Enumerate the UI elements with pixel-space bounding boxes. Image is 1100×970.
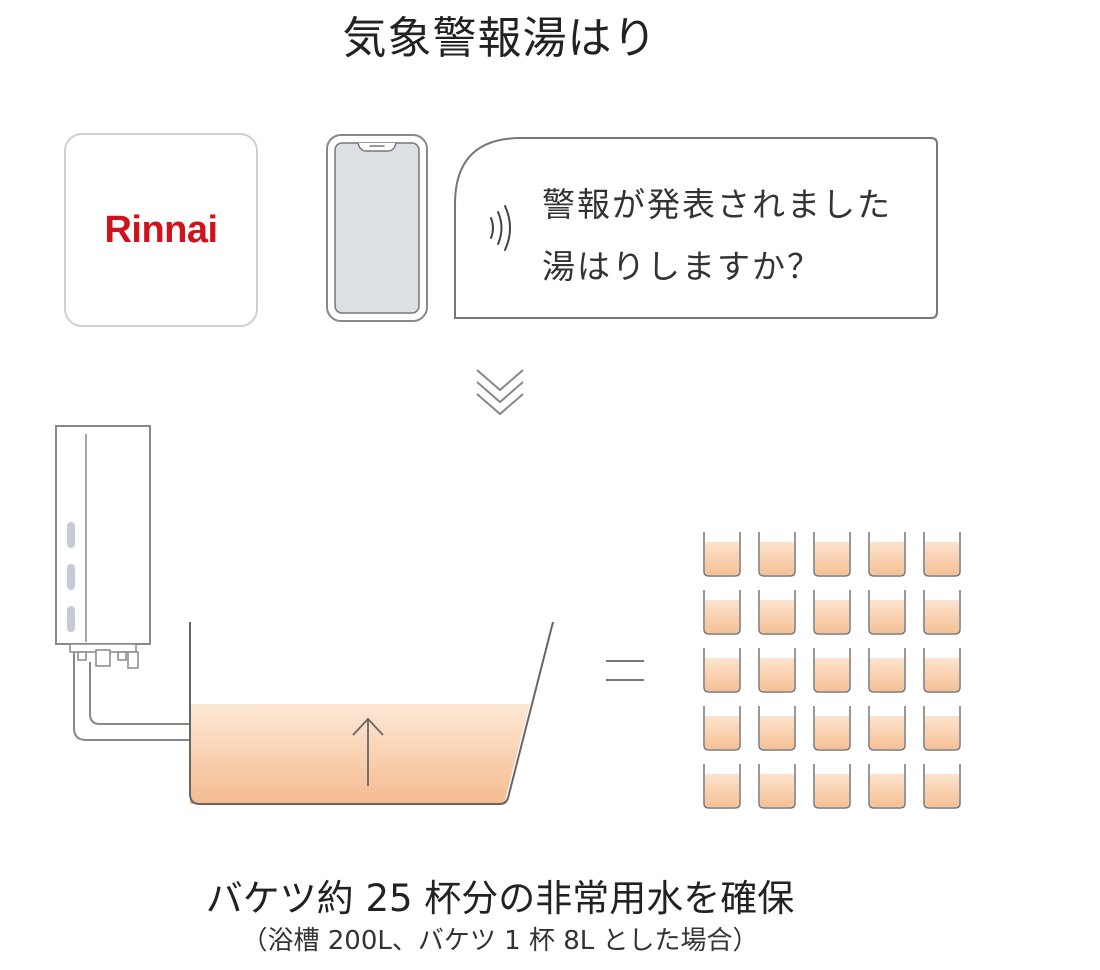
bucket-icon	[703, 706, 741, 751]
caption-main: バケツ約 25 杯分の非常用水を確保	[205, 877, 795, 920]
bucket-icon	[758, 648, 796, 693]
bucket-icon	[703, 590, 741, 635]
equals-icon	[606, 660, 644, 681]
bucket-icon	[703, 764, 741, 809]
bucket-icon	[703, 648, 741, 693]
bucket-icon	[758, 532, 796, 577]
bucket-icon	[868, 706, 906, 751]
bucket-icon	[813, 648, 851, 693]
bucket-icon	[868, 764, 906, 809]
caption-note: （浴槽 200L、バケツ 1 杯 8L とした場合）	[241, 926, 759, 956]
bucket-icon	[923, 590, 961, 635]
sound-wave-icon	[490, 205, 511, 251]
app-icon[interactable]: Rinnai	[64, 133, 258, 327]
notification-line-1: 警報が発表されました	[542, 185, 892, 224]
bucket-icon	[813, 706, 851, 751]
bucket-icon	[923, 706, 961, 751]
bucket-icon	[868, 532, 906, 577]
bathtub-icon	[189, 621, 554, 805]
bucket-icon	[703, 532, 741, 577]
double-chevron-down-icon	[476, 369, 524, 416]
bucket-icon	[758, 764, 796, 809]
bucket-icon	[923, 532, 961, 577]
arrow-up-icon	[352, 717, 384, 786]
pipe	[73, 652, 190, 741]
bucket-icon	[813, 532, 851, 577]
bucket-icon	[813, 590, 851, 635]
page-title: 気象警報湯はり	[342, 13, 658, 64]
bucket-icon	[813, 764, 851, 809]
bucket-icon	[868, 590, 906, 635]
notification-line-2: 湯はりしますか？	[542, 247, 822, 286]
bucket-grid	[703, 532, 961, 809]
notification-bubble	[454, 137, 938, 319]
bucket-icon	[758, 706, 796, 751]
bucket-icon	[758, 590, 796, 635]
bucket-icon	[923, 648, 961, 693]
smartphone-icon	[326, 134, 428, 322]
water-heater-icon	[55, 425, 151, 669]
rinnai-logo: Rinnai	[104, 208, 218, 251]
bucket-icon	[868, 648, 906, 693]
bucket-icon	[923, 764, 961, 809]
